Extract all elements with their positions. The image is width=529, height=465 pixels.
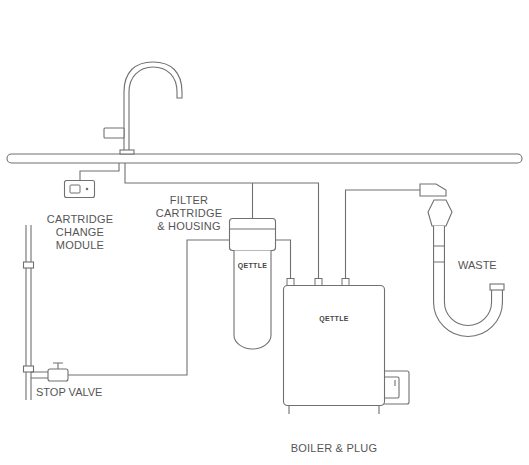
plug <box>383 377 399 398</box>
hot-feed-pipe <box>125 163 319 278</box>
pipe-coupling <box>24 262 34 268</box>
boiler-unit: QETTLEBOILER & PLUG <box>283 278 385 415</box>
part-label: CARTRIDGE CHANGE MODULE <box>37 213 123 252</box>
node-outline <box>64 180 95 198</box>
plug-switch <box>394 380 395 386</box>
part-label: STOP VALVE <box>35 386 103 399</box>
part-label: WASTE <box>457 259 498 272</box>
node-outline <box>283 278 385 415</box>
tap-base <box>120 150 134 154</box>
valve-handle <box>53 363 63 369</box>
pipe-connector <box>276 240 291 278</box>
filter-inlet-pipe <box>68 240 229 375</box>
waste-elbow <box>420 184 446 196</box>
mains-pipe <box>26 225 31 400</box>
filter-feed-pipe <box>252 183 253 218</box>
worktop <box>7 154 522 163</box>
vent-pipe <box>346 190 421 278</box>
part-label: FILTER CARTRIDGE & HOUSING <box>151 194 227 233</box>
brand-name: QETTLE <box>283 315 385 323</box>
part-label: BOILER & PLUG <box>275 442 393 455</box>
trap-inner <box>439 226 497 331</box>
pipe-coupling <box>24 366 34 372</box>
module-cable <box>80 163 119 180</box>
tap <box>124 62 182 154</box>
filter-housing: FILTER CARTRIDGE & HOUSINGQETTLE <box>229 218 276 350</box>
trap-outlet <box>490 284 504 290</box>
node-outline <box>229 218 276 350</box>
trap-outer <box>439 226 497 331</box>
pipe-joint <box>433 246 445 262</box>
tap-handle <box>104 128 124 138</box>
module-box: CARTRIDGE CHANGE MODULE <box>64 180 95 198</box>
valve-branch <box>31 372 48 378</box>
brand-name: QETTLE <box>229 262 276 270</box>
stop-valve <box>48 369 68 381</box>
waste-fitting <box>428 200 452 226</box>
